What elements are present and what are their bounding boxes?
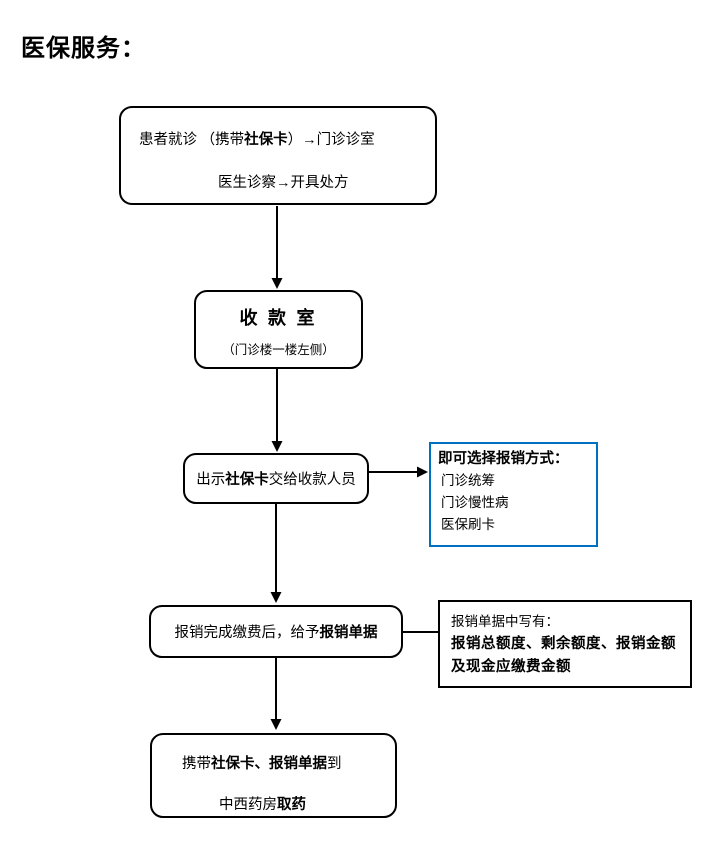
show-card-bold: 社保卡 bbox=[225, 472, 269, 488]
show-card-post: 交给收款人员 bbox=[268, 472, 356, 488]
receipt-bold: 报销单据 bbox=[319, 625, 378, 641]
step-cashier-box: 收 款 室 （门诊楼一楼左侧） bbox=[194, 290, 363, 369]
pharmacy-line1: 携带社保卡、报销单据到 bbox=[182, 752, 342, 773]
arrow-visit-to-cashier bbox=[271, 206, 283, 289]
option-item-insurance-card: 医保刷卡 bbox=[441, 517, 495, 532]
visit-line1-pre: 患者就诊 （携带 bbox=[139, 132, 245, 148]
arrow-showcard-to-options bbox=[369, 466, 428, 478]
option-item-outpatient-pooling: 门诊统筹 bbox=[441, 473, 495, 488]
visit-line2: 医生诊察→开具处方 bbox=[218, 175, 349, 191]
receipt-note-line2: 报销总额度、剩余额度、报销金额 bbox=[451, 636, 676, 652]
pharmacy-line2-pre: 中西药房 bbox=[219, 797, 277, 813]
pharmacy-line1-post: 到 bbox=[327, 756, 342, 772]
visit-line1-post: ）→门诊诊室 bbox=[287, 132, 375, 148]
options-title: 即可选择报销方式： bbox=[438, 451, 569, 467]
receipt-pre: 报销完成缴费后，给予 bbox=[174, 625, 320, 641]
cashier-name: 收 款 室 bbox=[239, 307, 318, 328]
arrow-receipt-to-pharmacy bbox=[270, 658, 282, 730]
receipt-line: 报销完成缴费后，给予报销单据 bbox=[175, 621, 378, 642]
pharmacy-line2: 中西药房取药 bbox=[219, 793, 306, 814]
callout-reimburse-options: 即可选择报销方式： 门诊统筹 门诊慢性病 医保刷卡 bbox=[429, 442, 598, 547]
arrow-cashier-to-showcard bbox=[271, 369, 283, 452]
show-card-line: 出示社保卡交给收款人员 bbox=[196, 468, 356, 489]
receipt-note-line3: 及现金应缴费金额 bbox=[451, 659, 571, 675]
page-title: 医保服务： bbox=[21, 36, 146, 62]
callout-receipt-contents: 报销单据中写有： 报销总额度、剩余额度、报销金额 及现金应缴费金额 bbox=[438, 600, 692, 688]
cashier-location: （门诊楼一楼左侧） bbox=[222, 342, 335, 357]
receipt-note-line1: 报销单据中写有： bbox=[451, 614, 559, 629]
pharmacy-line2-bold: 取药 bbox=[277, 797, 306, 813]
arrow-showcard-to-receipt bbox=[270, 504, 282, 603]
step-pharmacy-box: 携带社保卡、报销单据到 中西药房取药 bbox=[150, 733, 397, 818]
visit-line1-bold: 社保卡 bbox=[244, 132, 288, 148]
visit-line1: 患者就诊 （携带社保卡）→门诊诊室 bbox=[139, 128, 375, 149]
pharmacy-line1-pre: 携带 bbox=[182, 756, 211, 772]
step-show-card-box: 出示社保卡交给收款人员 bbox=[183, 453, 369, 504]
show-card-pre: 出示 bbox=[196, 472, 226, 488]
pharmacy-line1-bold: 社保卡、报销单据 bbox=[211, 756, 327, 772]
step-receipt-box: 报销完成缴费后，给予报销单据 bbox=[149, 605, 403, 658]
option-item-chronic-disease: 门诊慢性病 bbox=[441, 495, 509, 510]
step-patient-visit-box: 患者就诊 （携带社保卡）→门诊诊室 医生诊察→开具处方 bbox=[119, 106, 437, 205]
